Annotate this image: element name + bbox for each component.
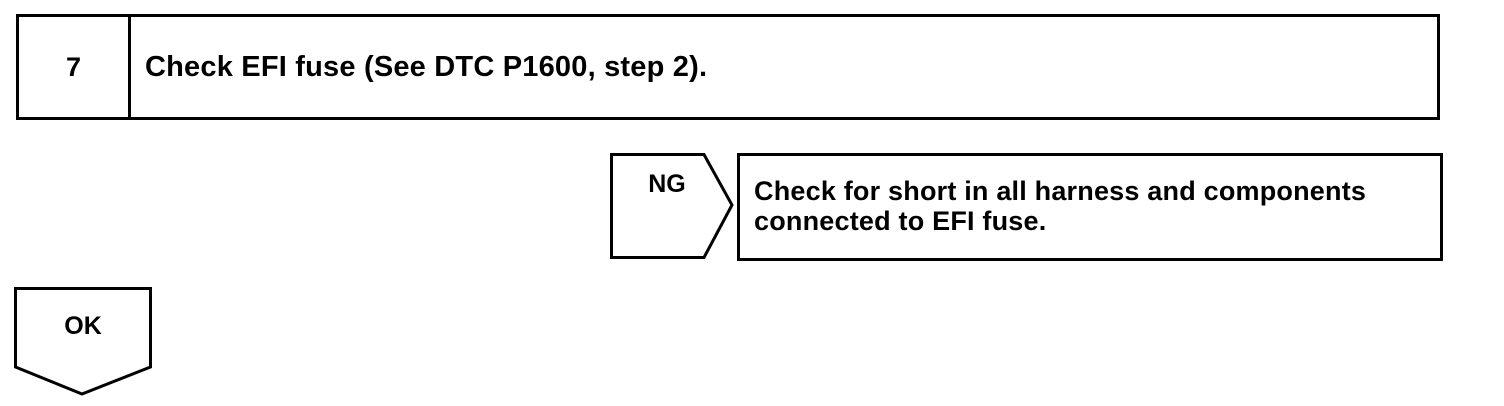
ng-action-text: Check for short in all harness and compo… [754,176,1434,236]
ng-arrow-shape [610,153,734,259]
ng-action-line-1: Check for short in all harness and compo… [754,176,1367,206]
ng-action-box: Check for short in all harness and compo… [737,153,1443,261]
step-instruction: Check EFI fuse (See DTC P1600, step 2). [145,50,708,83]
ok-label: OK [64,312,102,340]
ok-arrow-shape [14,287,152,396]
step-number: 7 [19,17,131,117]
step-box: 7 Check EFI fuse (See DTC P1600, step 2)… [16,14,1440,120]
ng-label: NG [648,170,686,198]
ng-action-line-2: connected to EFI fuse. [754,206,1047,236]
